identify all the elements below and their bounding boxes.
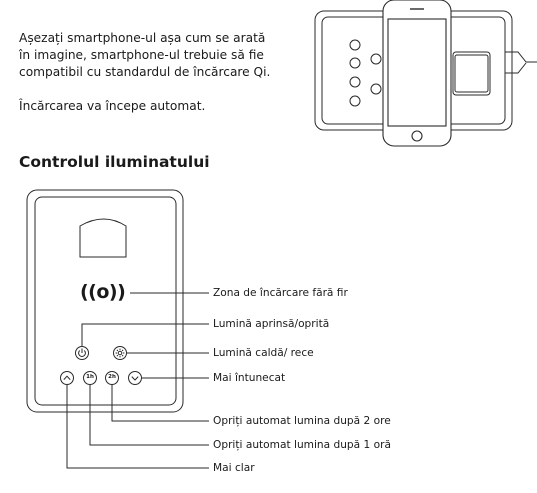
callout-auto-off-2h: Opriți automat lumina după 2 ore — [213, 415, 391, 427]
callout-charging-zone: Zona de încărcare fără fir — [213, 287, 348, 299]
power-icon — [75, 346, 89, 360]
intro-text: Așezați smartphone-ul așa cum se arată î… — [19, 30, 270, 115]
callout-brighter: Mai clar — [213, 462, 255, 474]
chevron-up-icon — [60, 371, 74, 385]
intro-line: în imagine, smartphone-ul trebuie să fie — [19, 48, 264, 62]
callout-light-on-off: Lumină aprinsă/oprită — [213, 318, 330, 330]
section-title: Controlul iluminatului — [19, 153, 210, 171]
button-1h-label: 1h — [86, 374, 94, 380]
intro-line-auto: Încărcarea va începe automat. — [19, 99, 206, 113]
intro-line: Așezați smartphone-ul așa cum se arată — [19, 31, 266, 45]
callout-auto-off-1h: Opriți automat lumina după 1 oră — [213, 439, 391, 451]
intro-line: compatibil cu standardul de încărcare Qi… — [19, 65, 271, 79]
wireless-charging-icon: ((o)) — [80, 281, 126, 303]
button-2h-label: 2h — [108, 374, 116, 380]
sun-icon — [113, 346, 127, 360]
chevron-down-icon — [128, 371, 142, 385]
callout-darker: Mai întunecat — [213, 372, 286, 384]
callout-warm-cold: Lumină caldă/ rece — [213, 347, 314, 359]
phone-icon — [382, 0, 452, 147]
